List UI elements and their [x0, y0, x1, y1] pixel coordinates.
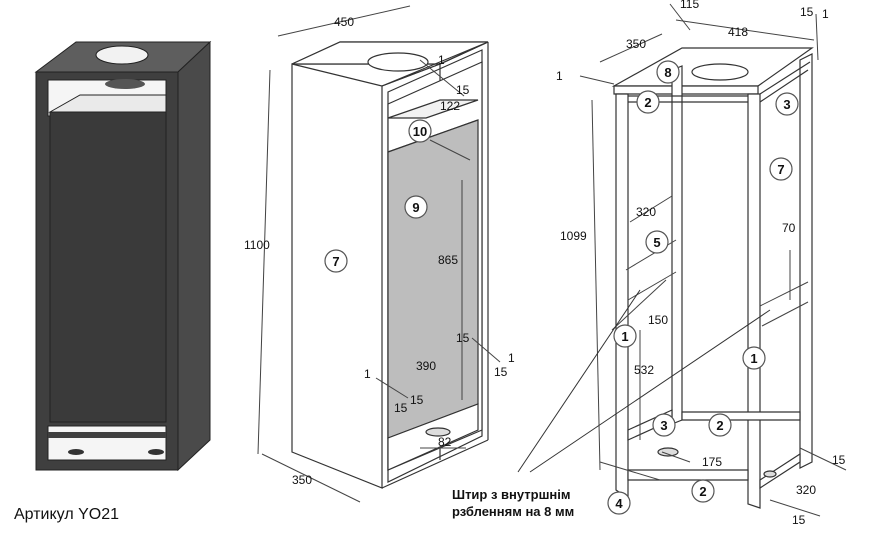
note-line-1: Штир з внутршнім: [452, 487, 571, 502]
part-callouts: [324, 60, 799, 515]
dim-418: 418: [728, 25, 748, 39]
dim-l1: 1: [364, 367, 371, 381]
dim-82: 82: [438, 435, 452, 449]
part-3-top: 3: [783, 97, 790, 112]
dim-1099: 1099: [560, 229, 587, 243]
dim-l15b: 15: [410, 393, 424, 407]
middle-dimensions: 450 1100 350 1 15 122 865 390 15 1 15 1 …: [244, 15, 515, 487]
part-2-top: 2: [644, 95, 651, 110]
part-2-bottom-right: 2: [716, 418, 723, 433]
cabinet-render: [34, 40, 212, 472]
dim-r15a: 15: [456, 331, 470, 345]
dim-865: 865: [438, 253, 458, 267]
dim-frame-350: 350: [626, 37, 646, 51]
part-1-left: 1: [621, 329, 628, 344]
note-text: Штир з внутршнім рзбленням на 8 мм: [452, 486, 574, 520]
dim-b320: 320: [796, 483, 816, 497]
dim-r1: 1: [822, 7, 829, 21]
dim-b15a: 15: [832, 453, 846, 467]
dim-122: 122: [440, 99, 460, 113]
dim-t15: 15: [456, 83, 470, 97]
note-pointer-lines: [517, 289, 771, 473]
dim-left1: 1: [556, 69, 563, 83]
dim-115: 115: [680, 0, 699, 11]
part-10: 10: [413, 124, 427, 139]
part-9: 9: [412, 200, 419, 215]
frame-drawing: [611, 47, 814, 509]
frame-dimensions: 418 115 15 1 350 1 1099 320 150 532 70 1…: [556, 0, 846, 527]
dim-350: 350: [292, 473, 312, 487]
dim-320: 320: [636, 205, 656, 219]
dim-l15a: 15: [394, 401, 408, 415]
middle-dimension-lines: [257, 5, 501, 503]
dim-r15: 15: [800, 5, 814, 19]
dim-175: 175: [702, 455, 722, 469]
part-1-right: 1: [750, 351, 757, 366]
dim-t1: 1: [438, 53, 445, 67]
dim-532: 532: [634, 363, 654, 377]
dim-70: 70: [782, 221, 796, 235]
dim-b15b: 15: [792, 513, 806, 527]
cabinet-drawing: [291, 41, 489, 489]
part-7-left: 7: [332, 254, 339, 269]
dim-390: 390: [416, 359, 436, 373]
part-5: 5: [653, 235, 660, 250]
dim-r1: 1: [508, 351, 515, 365]
dim-r15b: 15: [494, 365, 508, 379]
part-2-bottom: 2: [699, 484, 706, 499]
note-line-2: рзбленням на 8 мм: [452, 504, 575, 519]
part-7-right: 7: [777, 162, 784, 177]
dim-450: 450: [334, 15, 354, 29]
dim-1100: 1100: [244, 238, 270, 252]
frame-dimension-lines: [579, 3, 847, 517]
part-8: 8: [664, 65, 671, 80]
part-3-bottom: 3: [660, 418, 667, 433]
article-label: Артикул YO21: [14, 506, 120, 523]
part-numbers: 7 9 10 8 2 3 7 5 1 1 3 2 2 4: [332, 65, 790, 511]
part-4: 4: [615, 496, 623, 511]
dim-150: 150: [648, 313, 668, 327]
